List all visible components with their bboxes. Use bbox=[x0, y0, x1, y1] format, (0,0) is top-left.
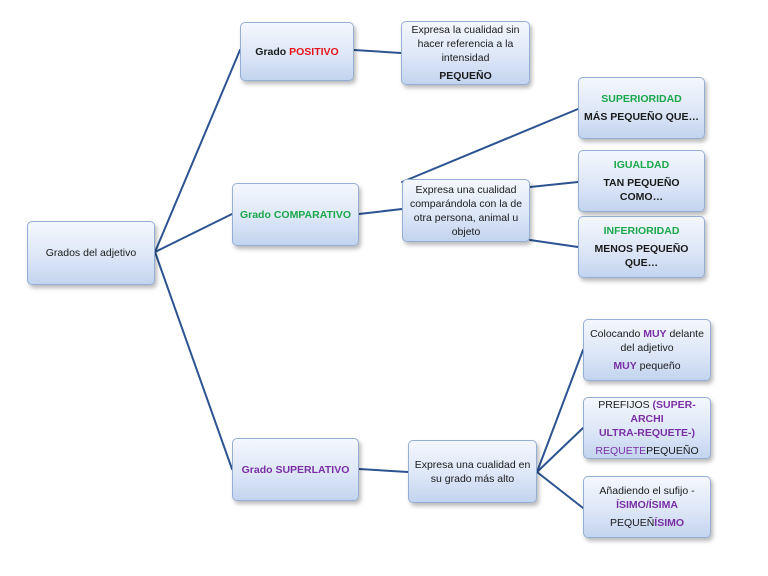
positivo-desc-line-1: Expresa la cualidad sin bbox=[411, 24, 520, 36]
comparativo-desc-line-2: comparándola con la de bbox=[409, 197, 523, 210]
sufijo-example-suffix: ÍSIMO bbox=[654, 517, 685, 529]
superlativo-name: SUPERLATIVO bbox=[275, 463, 350, 476]
igualdad-example: TAN PEQUEÑO COMO… bbox=[603, 177, 680, 203]
superlativo-desc-line-2: su grado más alto bbox=[430, 472, 515, 485]
muy-post: delante bbox=[666, 328, 704, 340]
superlativo-prefix: Grado bbox=[241, 463, 276, 476]
prefijos-node: PREFIJOS (SUPER-ARCHI ULTRA-REQUETE-) RE… bbox=[583, 397, 711, 459]
muy-node: Colocando MUY delante del adjetivo MUY p… bbox=[583, 319, 711, 381]
prefijos-list-1: (SUPER-ARCHI bbox=[630, 399, 696, 425]
connector-superlativo-sufijo bbox=[536, 471, 584, 509]
connector-positivo-desc bbox=[353, 49, 402, 54]
positivo-name: POSITIVO bbox=[289, 45, 339, 58]
connector-root-comparativo bbox=[154, 213, 233, 253]
superlativo-node: Grado SUPERLATIVO bbox=[232, 438, 359, 501]
igualdad-title: IGUALDAD bbox=[613, 159, 670, 171]
comparativo-desc-line-4: objeto bbox=[451, 225, 481, 238]
root-label: Grados del adjetivo bbox=[45, 247, 137, 259]
comparativo-title: Grado COMPARATIVO bbox=[240, 208, 351, 222]
sufijo-example: PEQUEÑÍSIMO bbox=[610, 516, 684, 530]
connector-comparativo-desc bbox=[358, 208, 403, 215]
prefijos-label: PREFIJOS bbox=[598, 399, 653, 411]
sufijo-suffix: ÍSIMO/ÍSIMA bbox=[616, 499, 678, 511]
sufijo-line-1: Añadiendo el sufijo - bbox=[599, 485, 695, 497]
positivo-prefix: Grado bbox=[255, 45, 290, 58]
connector-root-superlativo bbox=[154, 251, 233, 470]
positivo-node: Grado POSITIVO bbox=[240, 22, 354, 81]
prefijos-line-1: PREFIJOS (SUPER-ARCHI bbox=[588, 398, 706, 426]
muy-line-2: del adjetivo bbox=[620, 342, 674, 354]
connector-root-positivo bbox=[154, 49, 241, 253]
igualdad-node: IGUALDAD TAN PEQUEÑO COMO… bbox=[578, 150, 705, 212]
positivo-description-node: Expresa la cualidad sin hacer referencia… bbox=[401, 21, 530, 85]
muy-example: MUY pequeño bbox=[613, 359, 680, 373]
comparativo-node: Grado COMPARATIVO bbox=[232, 183, 359, 246]
superlativo-title: Grado SUPERLATIVO bbox=[242, 463, 350, 477]
muy-line-1: Colocando MUY delante bbox=[590, 327, 704, 341]
comparativo-name: COMPARATIVO bbox=[273, 208, 352, 221]
root-node: Grados del adjetivo bbox=[27, 221, 155, 285]
connector-superlativo-desc bbox=[358, 468, 409, 473]
comparativo-desc-line-1: Expresa una cualidad bbox=[415, 183, 517, 196]
positivo-desc-line-2: hacer referencia a la bbox=[417, 38, 514, 50]
connector-superlativo-prefijos bbox=[536, 427, 584, 473]
comparativo-prefix: Grado bbox=[239, 208, 274, 221]
positivo-title: Grado POSITIVO bbox=[255, 45, 338, 59]
connector-comparativo-inferioridad bbox=[529, 239, 579, 248]
positivo-example: PEQUEÑO bbox=[439, 70, 492, 82]
comparativo-desc-line-3: otra persona, animal u bbox=[413, 211, 519, 224]
sufijo-example-base: PEQUEÑ bbox=[609, 517, 655, 529]
superlativo-desc-line-1: Expresa una cualidad en bbox=[414, 458, 531, 471]
muy-word: MUY bbox=[643, 328, 667, 340]
connector-comparativo-superioridad bbox=[401, 108, 579, 183]
prefijos-example: REQUETEPEQUEÑO bbox=[595, 444, 698, 458]
connector-comparativo-igualdad bbox=[529, 181, 579, 188]
inferioridad-title: INFERIORIDAD bbox=[603, 225, 680, 237]
superioridad-example: MÁS PEQUEÑO QUE… bbox=[584, 111, 699, 123]
prefijos-example-prefix: REQUETE bbox=[595, 445, 647, 457]
inferioridad-node: INFERIORIDAD MENOS PEQUEÑO QUE… bbox=[578, 216, 705, 278]
superlativo-description-node: Expresa una cualidad en su grado más alt… bbox=[408, 440, 537, 503]
muy-pre: Colocando bbox=[590, 328, 644, 340]
prefijos-example-rest: PEQUEÑO bbox=[646, 445, 699, 457]
sufijo-node: Añadiendo el sufijo - ÍSIMO/ÍSIMA PEQUEÑ… bbox=[583, 476, 711, 538]
superioridad-title: SUPERIORIDAD bbox=[601, 93, 682, 105]
comparativo-description-node: Expresa una cualidad comparándola con la… bbox=[402, 179, 530, 242]
connector-superlativo-muy bbox=[536, 349, 584, 473]
positivo-desc-line-3: intensidad bbox=[441, 52, 490, 64]
superioridad-node: SUPERIORIDAD MÁS PEQUEÑO QUE… bbox=[578, 77, 705, 139]
muy-example-word: MUY bbox=[613, 360, 637, 372]
muy-example-rest: pequeño bbox=[636, 360, 681, 372]
inferioridad-example: MENOS PEQUEÑO QUE… bbox=[594, 243, 689, 269]
prefijos-list-2: ULTRA-REQUETE-) bbox=[598, 427, 696, 439]
